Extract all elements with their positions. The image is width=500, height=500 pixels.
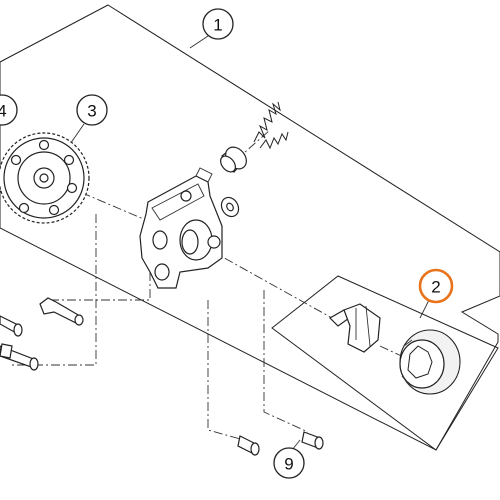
leader-line-1 bbox=[189, 35, 209, 49]
callout-4[interactable]: 4 bbox=[0, 94, 18, 126]
callout-9-label: 9 bbox=[284, 455, 293, 474]
washer bbox=[220, 196, 240, 218]
valve-piston bbox=[220, 146, 247, 173]
axis-line-dowel-1 bbox=[207, 300, 245, 441]
axis-line-bolt-left-2 bbox=[50, 238, 151, 301]
callout-2-label: 2 bbox=[431, 278, 440, 297]
bolt-left-upper bbox=[0, 315, 23, 337]
callout-9[interactable]: 9 bbox=[273, 447, 305, 479]
dowel-pin-2 bbox=[301, 431, 324, 450]
callout-2[interactable]: 2 bbox=[418, 268, 454, 304]
outer-rotor bbox=[399, 329, 461, 395]
axis-line-rotor bbox=[379, 345, 411, 361]
callout-3[interactable]: 3 bbox=[76, 94, 108, 126]
bolt-center bbox=[39, 297, 84, 326]
axis-line-dowel-2 bbox=[263, 290, 309, 433]
valve-spring bbox=[253, 101, 289, 150]
callout-3-label: 3 bbox=[87, 102, 96, 121]
pump-shaft bbox=[329, 303, 381, 353]
subassembly-frame-outline bbox=[271, 275, 499, 451]
callout-1-label: 1 bbox=[213, 16, 222, 35]
callout-4-label: 4 bbox=[0, 102, 7, 121]
axis-line-bolt-left-1 bbox=[10, 214, 97, 366]
callout-1[interactable]: 1 bbox=[202, 8, 234, 40]
assembly-frame-outline bbox=[0, 4, 500, 451]
bolt-left-lower bbox=[0, 343, 39, 371]
drive-gear bbox=[0, 132, 90, 224]
pump-housing bbox=[139, 167, 223, 289]
dowel-pin-1 bbox=[237, 435, 260, 456]
axis-line-housing-to-shaft bbox=[209, 249, 333, 319]
